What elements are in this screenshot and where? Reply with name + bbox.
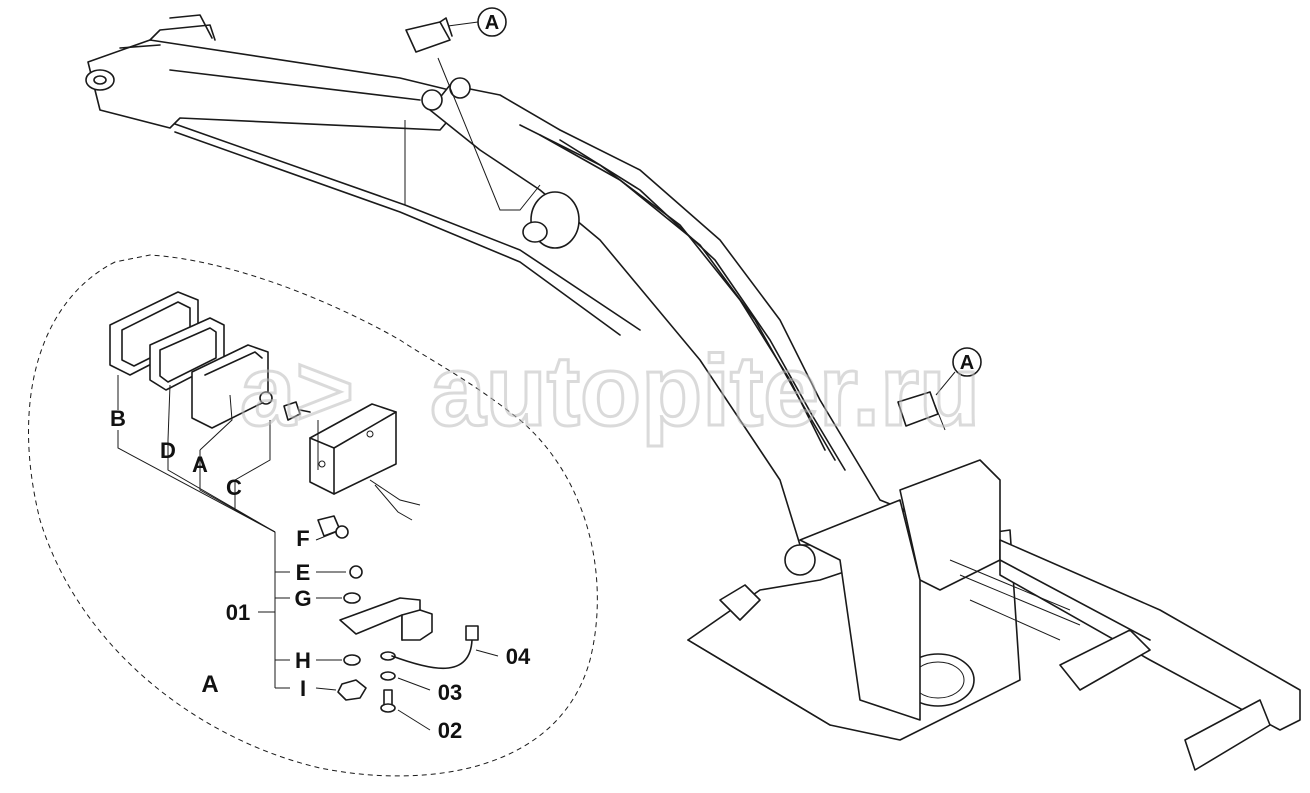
label-c: C <box>226 475 242 500</box>
lock-washer-e <box>349 565 363 579</box>
lens-a <box>191 344 273 429</box>
bulb-c <box>283 401 311 421</box>
cable-04 <box>391 625 479 670</box>
label-02: 02 <box>438 718 462 743</box>
detail-title: A <box>201 671 218 698</box>
callout-a-right: A <box>935 347 982 396</box>
callout-a-top: A <box>447 7 507 37</box>
bolt-02 <box>380 689 396 713</box>
bolt-f <box>317 515 349 539</box>
washer-g <box>343 592 361 604</box>
label-d: D <box>160 438 176 463</box>
bracket <box>339 597 433 641</box>
washer-03 <box>380 671 396 681</box>
excavator-boom-illustration <box>85 14 1301 771</box>
washer-h <box>343 654 361 666</box>
label-g: G <box>294 586 311 611</box>
detail-view-a: B D A C F E G H I 01 02 03 04 A <box>28 254 598 777</box>
label-03: 03 <box>438 680 462 705</box>
label-i: I <box>300 676 306 701</box>
work-lamp-top <box>405 21 451 53</box>
label-a: A <box>192 452 208 477</box>
watermark-text: autopiter.ru <box>430 335 980 447</box>
label-e: E <box>296 560 311 585</box>
label-b: B <box>110 406 126 431</box>
label-f: F <box>296 526 309 551</box>
callout-letter: A <box>485 12 499 34</box>
work-lamp-right <box>897 391 939 427</box>
washer-03-upper <box>380 651 396 661</box>
label-01: 01 <box>226 600 250 625</box>
label-04: 04 <box>506 644 531 669</box>
watermark-logo: a> <box>240 335 354 447</box>
label-h: H <box>295 648 311 673</box>
watermark: a> autopiter.ru <box>239 334 982 449</box>
nut-i <box>337 679 367 701</box>
callout-letter: A <box>960 352 974 374</box>
